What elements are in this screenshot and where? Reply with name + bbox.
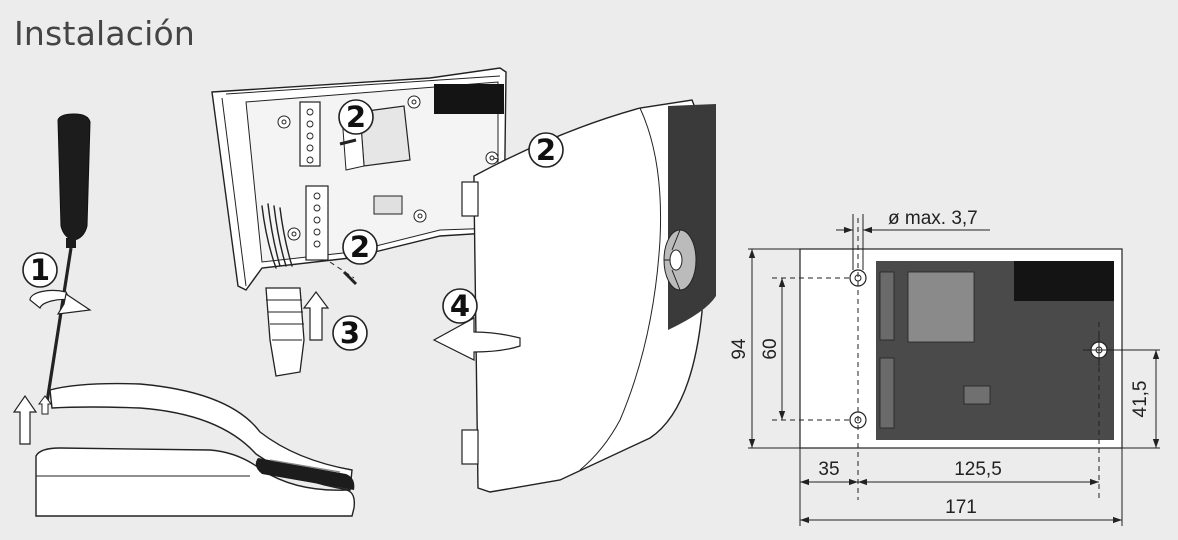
step-badge-2-bottom: 2 (342, 229, 378, 265)
thermostat-housing-base (35, 382, 356, 517)
dim-hole-diameter: ø max. 3,7 (888, 208, 978, 229)
dim-total-height: 94 (729, 338, 750, 360)
dim-hole-spacing-horizontal: 125,5 (954, 459, 1002, 480)
svg-text:4: 4 (450, 289, 470, 323)
svg-text:3: 3 (340, 316, 360, 350)
screwdriver-illustration (12, 113, 92, 445)
dim-left-offset: 35 (818, 459, 839, 480)
front-cover-opened (432, 99, 716, 493)
dim-total-width: 171 (945, 497, 977, 518)
step-badge-3: 3 (332, 315, 368, 351)
step-badge-2-top: 2 (338, 99, 374, 135)
step-badge-2-right: 2 (528, 132, 564, 168)
svg-text:2: 2 (346, 100, 366, 134)
svg-text:2: 2 (536, 133, 556, 167)
dim-hole-spacing-vertical: 60 (760, 338, 781, 359)
dim-hole-offset-vertical: 41,5 (1130, 381, 1151, 418)
pcb-chip (1014, 261, 1114, 301)
step-badge-1: 1 (22, 252, 58, 288)
dimension-drawing: ø max. 3,7 94 60 41,5 35 125,5 171 (729, 208, 1160, 526)
step-badge-4: 4 (442, 288, 478, 324)
svg-text:1: 1 (30, 253, 50, 287)
svg-text:2: 2 (350, 230, 370, 264)
pcb-transformer (907, 271, 975, 343)
page-title: Instalación (14, 14, 196, 53)
